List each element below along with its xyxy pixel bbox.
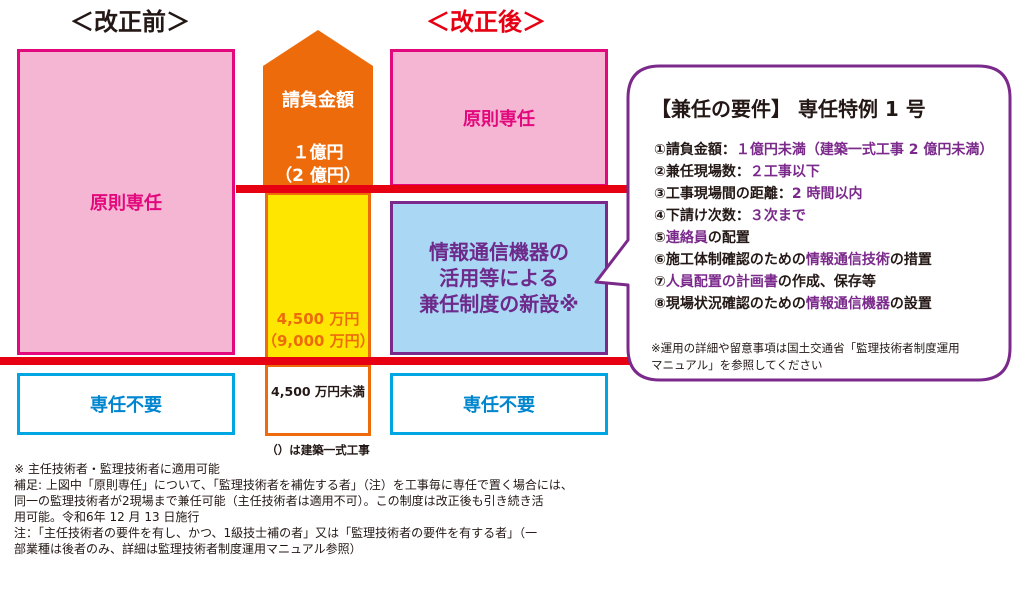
before-not-required-box: 専任不要 [17, 373, 235, 435]
lower-threshold-line [0, 357, 631, 365]
lower-amount-paren: （9,000 万円） [262, 332, 375, 350]
below-amount-box [265, 364, 371, 436]
requirement-item-8: ⑧現場状況確認のための情報通信機器の設置 [654, 296, 932, 312]
requirements-note: ※運用の詳細や留意事項は国土交通省「監理技術者制度運用 マニュアル」を参照してく… [651, 340, 960, 374]
after-principle-box: 原則専任 [390, 49, 608, 187]
upper-amount: １億円 [292, 143, 344, 163]
requirement-item-1: ①請負金額：１億円未満（建築一式工事 2 億円未満） [654, 142, 994, 158]
before-heading: ＜改正前＞ [70, 8, 190, 36]
upper-amount-paren: （2 億円） [275, 166, 361, 186]
new-system-box: 情報通信機器の 活用等による 兼任制度の新設※ [390, 201, 608, 355]
after-not-required-box: 専任不要 [390, 373, 608, 435]
new-system-line-3: 兼任制度の新設※ [419, 292, 579, 316]
requirement-item-3: ③工事現場間の距離：2 時間以内 [654, 186, 863, 202]
requirement-item-6: ⑥施工体制確認のための情報通信技術の措置 [654, 252, 932, 268]
requirements-bubble [594, 64, 1012, 382]
requirements-note-line-2: マニュアル」を参照してください [651, 358, 823, 372]
footnote-line-3: 同一の監理技術者が2現場まで兼任可能（主任技術者は適用不可）。この制度は改正後も… [14, 494, 544, 508]
requirement-item-5: ⑤連絡員の配置 [654, 230, 750, 246]
after-heading: ＜改正後＞ [426, 8, 546, 36]
footnote-line-1: ※ 主任技術者・監理技術者に適用可能 [14, 462, 220, 476]
requirement-item-2: ②兼任現場数：２工事以下 [654, 164, 820, 180]
new-system-line-1: 情報通信機器の [429, 240, 569, 264]
building-work-note: （）は建築一式工事 [266, 443, 370, 457]
requirement-item-4: ④下請け次数：３次まで [654, 208, 806, 224]
new-system-line-2: 活用等による [439, 266, 559, 290]
footnote-line-5: 注：「主任技術者の要件を有し、かつ、1級技士補の者」又は「監理技術者の要件を有す… [14, 526, 538, 540]
requirements-list: ①請負金額：１億円未満（建築一式工事 2 億円未満） ②兼任現場数：２工事以下 … [654, 139, 993, 315]
after-principle-label: 原則専任 [463, 109, 535, 130]
footnote-line-6: 部業種は後者のみ、詳細は監理技術者制度運用マニュアル参照） [14, 542, 362, 556]
contract-amount-arrow [263, 30, 373, 190]
before-principle-label: 原則専任 [90, 193, 162, 214]
contract-amount-label: 請負金額 [282, 90, 354, 111]
before-principle-box: 原則専任 [17, 49, 235, 355]
requirements-title: 【兼任の要件】 専任特例 1 号 [651, 97, 926, 121]
requirement-item-7: ⑦人員配置の計画書の作成、保存等 [654, 274, 876, 290]
below-amount-label: 4,500 万円未満 [271, 384, 365, 399]
after-not-required-label: 専任不要 [463, 395, 535, 416]
requirements-note-line-1: ※運用の詳細や留意事項は国土交通省「監理技術者制度運用 [651, 341, 960, 355]
before-not-required-label: 専任不要 [90, 395, 162, 416]
upper-threshold-line [236, 185, 631, 193]
footnotes: ※ 主任技術者・監理技術者に適用可能 補足: 上図中「原則専任」について、「監理… [14, 461, 573, 557]
footnote-line-4: 用可能。令和6年 12 月 13 日施行 [14, 510, 200, 524]
footnote-line-2: 補足: 上図中「原則専任」について、「監理技術者を補佐する者」（注）を工事毎に専… [14, 478, 573, 492]
lower-amount: 4,500 万円 [276, 310, 360, 328]
